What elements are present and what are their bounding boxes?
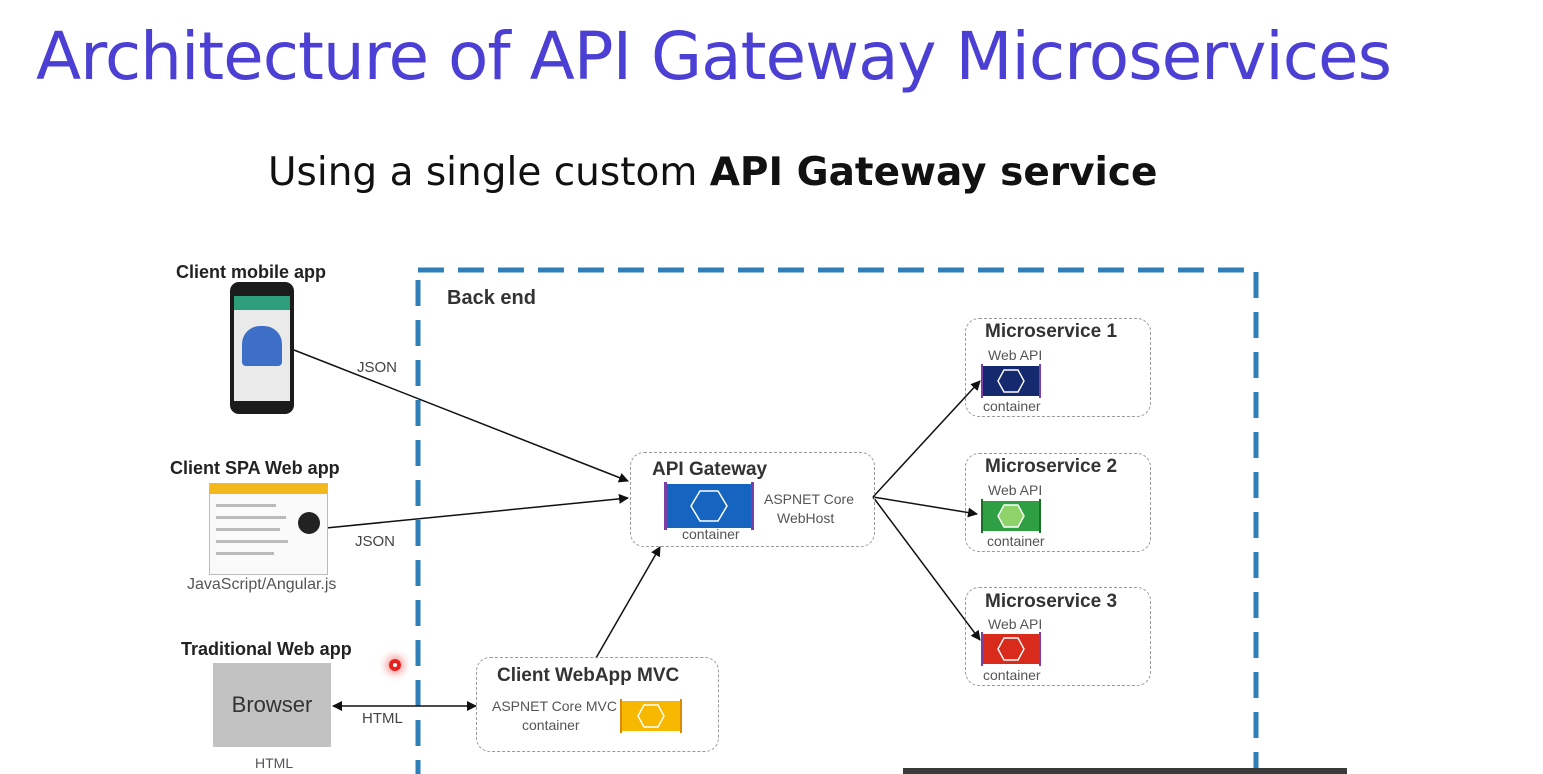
microservice-3-box: [965, 587, 1151, 686]
overlay-strip: [903, 768, 1347, 774]
spa-text-line: [216, 504, 276, 507]
traditional-connection-label: HTML: [362, 710, 403, 727]
container-hexagon-icon: [620, 699, 682, 733]
microservice-3-container: container: [983, 667, 1041, 683]
subtitle: Using a single custom API Gateway servic…: [268, 150, 1157, 195]
microservice-1-api: Web API: [988, 347, 1043, 363]
spa-client-label: Client SPA Web app: [170, 458, 340, 478]
microservice-2-box: [965, 453, 1151, 552]
webapp-to-gateway-arrow: [595, 546, 661, 659]
phone-app-bar: [234, 296, 290, 310]
traditional-client-label: Traditional Web app: [181, 639, 352, 659]
client-webapp-box: [476, 657, 719, 752]
spa-text-line: [216, 540, 288, 543]
spa-caption: JavaScript/Angular.js: [187, 576, 337, 593]
microservice-1-title: Microservice 1: [985, 321, 1118, 342]
container-hexagon-icon: [664, 482, 754, 530]
api-gateway-box: [630, 452, 875, 547]
subtitle-prefix: Using a single custom: [268, 150, 710, 195]
webapp-line2: container: [522, 717, 580, 733]
phone-icon: [230, 282, 294, 414]
phone-product-image: [242, 326, 282, 366]
traditional-caption: HTML: [255, 755, 294, 771]
spa-text-line: [216, 516, 286, 519]
microservice-1-container: container: [983, 398, 1041, 414]
microservice-1-box: [965, 318, 1151, 417]
mobile-client-label: Client mobile app: [176, 262, 327, 282]
gateway-host-line2: WebHost: [777, 510, 835, 526]
gateway-container-label: container: [682, 526, 740, 542]
gateway-to-ms3-arrow: [872, 496, 981, 641]
mobile-connection-label: JSON: [357, 359, 398, 376]
gateway-to-ms2-arrow: [872, 496, 978, 518]
client-webapp-title: Client WebApp MVC: [497, 665, 680, 686]
microservice-2-container: container: [987, 533, 1045, 549]
gateway-to-ms1-arrow: [872, 380, 981, 498]
gateway-host-line1: ASPNET Core: [764, 491, 854, 507]
spa-text-line: [216, 552, 274, 555]
backend-label: Back end: [447, 287, 536, 309]
container-hexagon-icon: [981, 364, 1041, 398]
microservice-2-title: Microservice 2: [985, 456, 1118, 477]
browser-label: Browser: [231, 692, 313, 717]
browser-window-icon: [209, 483, 328, 575]
backend-boundary: [415, 267, 1259, 774]
microservice-2-api: Web API: [988, 482, 1043, 498]
spa-avatar: [298, 512, 320, 534]
mobile-to-gateway-arrow: [293, 349, 629, 483]
microservice-3-api: Web API: [988, 616, 1043, 632]
phone-screen: [234, 296, 290, 401]
subtitle-bold: API Gateway service: [709, 150, 1158, 195]
browser-box: Browser: [213, 663, 331, 747]
api-gateway-title: API Gateway: [652, 459, 768, 480]
webapp-line1: ASPNET Core MVC: [492, 698, 617, 714]
page-title: Architecture of API Gateway Microservice…: [36, 18, 1392, 95]
cursor-pointer: [389, 659, 401, 671]
spa-to-gateway-arrow: [325, 493, 629, 529]
spa-connection-label: JSON: [355, 533, 396, 550]
spa-text-line: [216, 528, 280, 531]
container-hexagon-icon: [981, 632, 1041, 666]
microservice-3-title: Microservice 3: [985, 591, 1118, 612]
spa-header-bar: [210, 484, 327, 494]
container-hexagon-icon: [981, 499, 1041, 533]
